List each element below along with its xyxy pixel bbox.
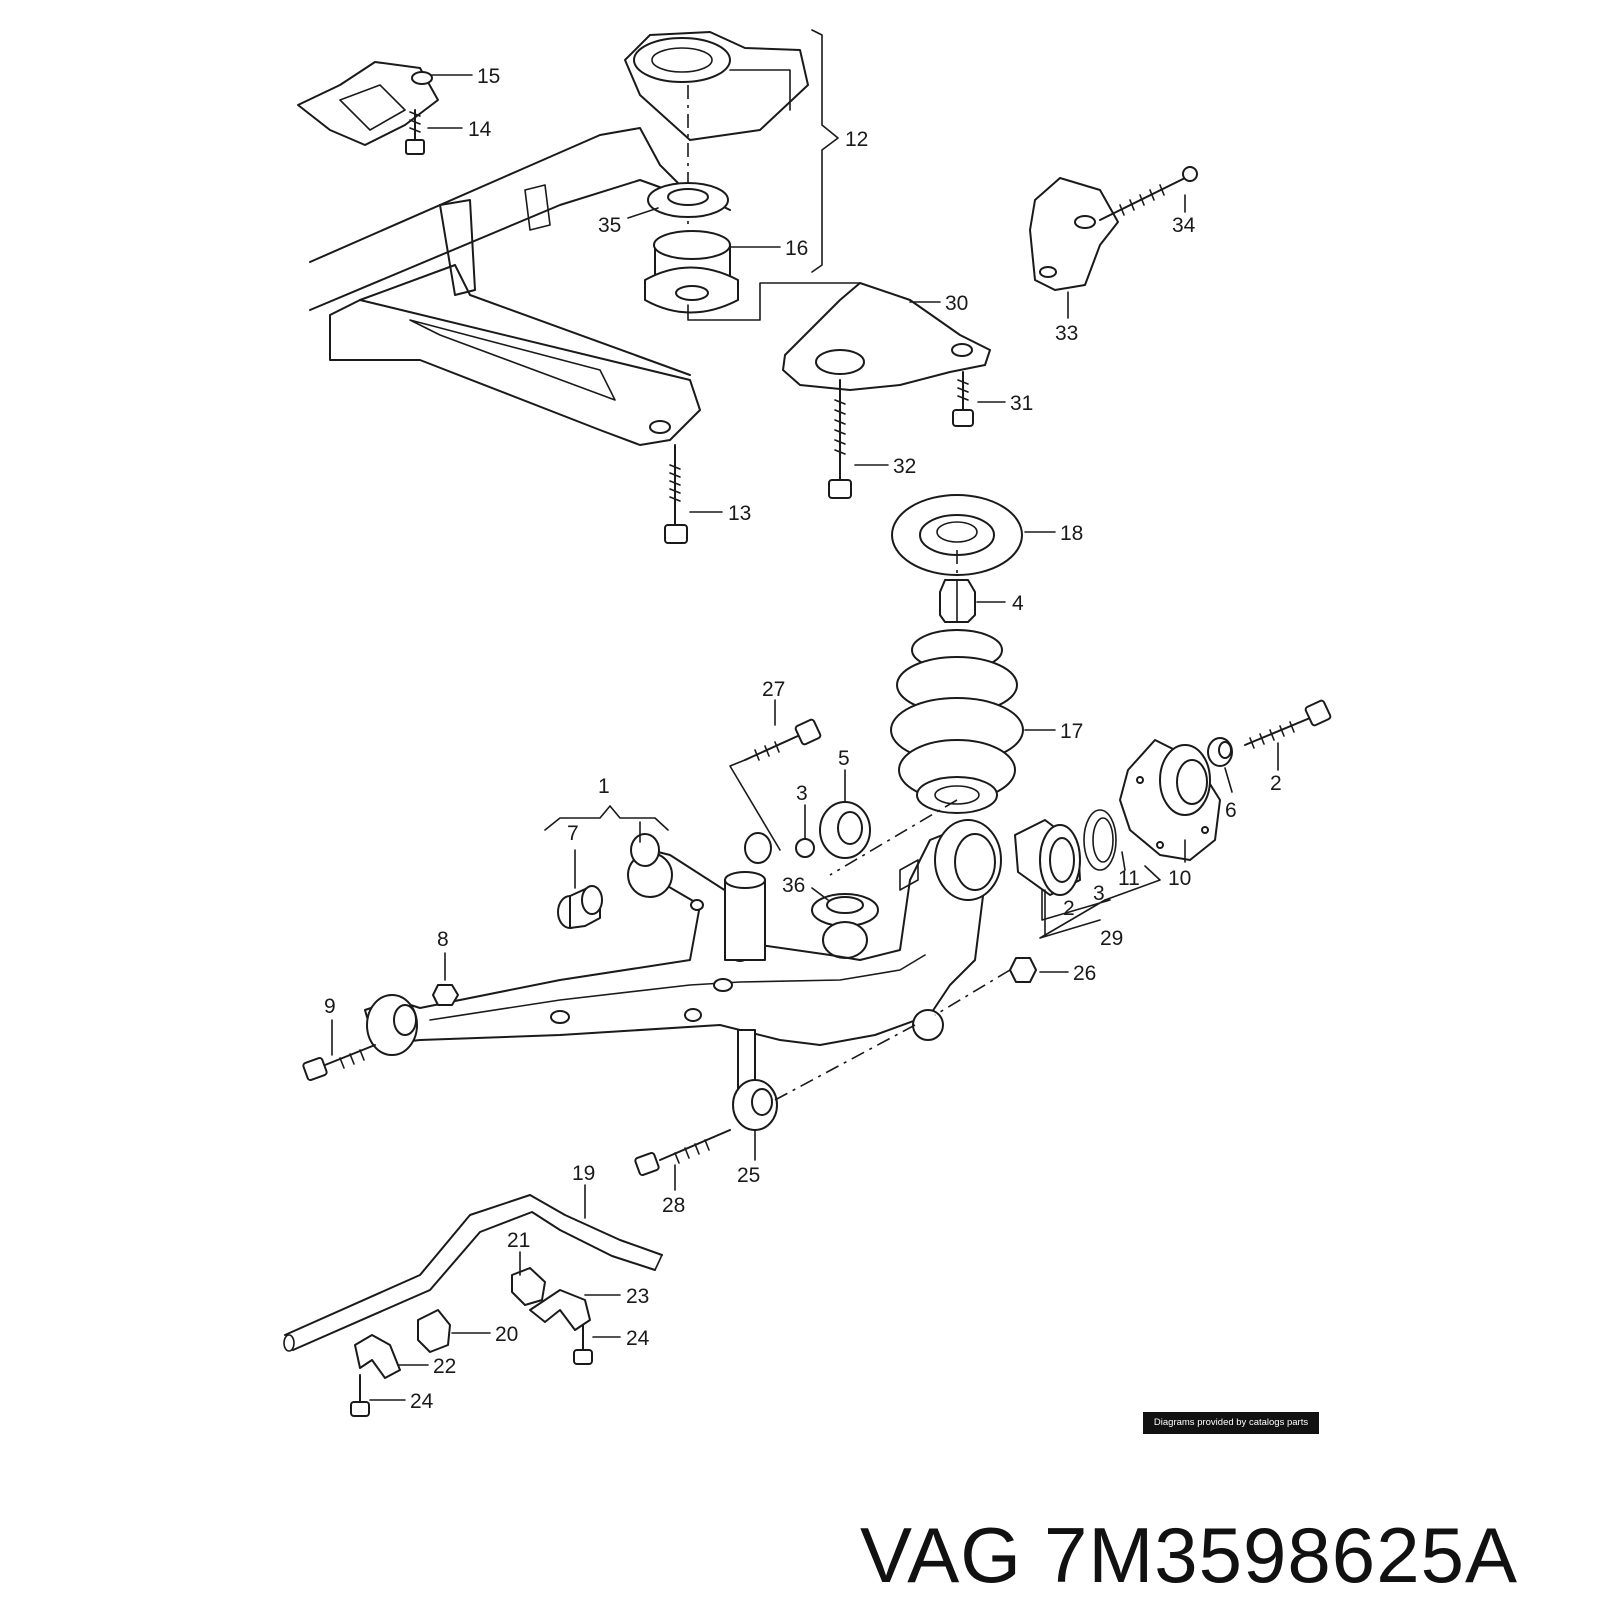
snap-ring-11 [1083, 809, 1117, 871]
callout-1: 1 [598, 775, 610, 798]
diagram-credit-badge: Diagrams provided by catalogs parts [1143, 1412, 1319, 1434]
callout-7: 7 [567, 822, 579, 845]
bolt-28 [634, 1129, 731, 1177]
callout-3-bearing: 3 [1093, 882, 1105, 905]
callout-24-left: 24 [410, 1390, 434, 1413]
callout-16: 16 [785, 237, 808, 260]
callout-19: 19 [572, 1162, 595, 1185]
callout-26: 26 [1073, 962, 1096, 985]
bolt-9 [302, 1044, 376, 1082]
bushing-5 [819, 801, 871, 859]
trailing-arm [364, 819, 1002, 1056]
bolt-32 [828, 379, 852, 499]
callout-4: 4 [1012, 592, 1024, 615]
callout-6: 6 [1225, 799, 1237, 822]
callout-32: 32 [893, 455, 916, 478]
callout-29: 29 [1100, 927, 1123, 950]
bushing-7 [557, 885, 603, 929]
wheel-bearing-29 [1014, 819, 1081, 896]
shock-absorber [724, 832, 916, 1131]
callout-20: 20 [495, 1323, 518, 1346]
callout-15: 15 [477, 65, 500, 88]
bolt-24-left [350, 1374, 370, 1417]
bolt-24-right [573, 1324, 593, 1365]
nut-4 [939, 579, 976, 623]
callout-leaders [331, 29, 1279, 1401]
callout-17: 17 [1060, 720, 1083, 743]
stabilizer-bar-19 [283, 1194, 663, 1352]
callout-18: 18 [1060, 522, 1083, 545]
callout-21: 21 [507, 1229, 530, 1252]
bracket-33 [1029, 177, 1119, 291]
brand-name: VAG [860, 1511, 1022, 1599]
callout-30: 30 [945, 292, 968, 315]
clamp-22 [354, 1334, 401, 1379]
callout-9: 9 [324, 995, 336, 1018]
callout-25: 25 [737, 1164, 760, 1187]
callout-14: 14 [468, 118, 492, 141]
nut-26 [934, 957, 1037, 1016]
bracket-30 [687, 282, 991, 391]
callout-36: 36 [782, 874, 805, 897]
washer-6 [1207, 737, 1233, 767]
wheel-hub-10 [1119, 739, 1221, 861]
part-number: 7M3598625A [1043, 1511, 1518, 1599]
callout-31: 31 [1010, 392, 1033, 415]
upper-mount [624, 31, 809, 305]
callout-34: 34 [1172, 214, 1196, 237]
callout-10: 10 [1168, 867, 1191, 890]
callout-13: 13 [728, 502, 751, 525]
callout-12: 12 [845, 128, 868, 151]
bracket-15 [297, 61, 439, 146]
callout-22: 22 [433, 1355, 456, 1378]
callout-2-hub: 2 [1270, 772, 1282, 795]
callout-24-right: 24 [626, 1327, 650, 1350]
callout-11: 11 [1118, 867, 1140, 890]
spring-seat-18 [891, 494, 1023, 585]
callout-5: 5 [838, 747, 850, 770]
callout-labels: 1 2 2 3 3 4 5 6 7 8 9 10 11 12 13 14 15 … [324, 65, 1282, 1413]
callout-28: 28 [662, 1194, 685, 1217]
nut-3 [795, 838, 815, 858]
callout-33: 33 [1055, 322, 1078, 345]
bolt-27 [729, 718, 822, 851]
callout-3-bushing: 3 [796, 782, 808, 805]
bushing-20 [417, 1309, 451, 1353]
washer-35 [647, 182, 729, 218]
callout-2-bearing: 2 [1063, 897, 1075, 920]
bolt-31 [952, 371, 974, 427]
bolt-13 [664, 444, 688, 544]
bushing-16 [644, 230, 739, 314]
bolt-14 [405, 109, 425, 155]
callout-35: 35 [598, 214, 621, 237]
callout-23: 23 [626, 1285, 649, 1308]
callout-8: 8 [437, 928, 449, 951]
callout-27: 27 [762, 678, 785, 701]
bushing-21 [511, 1267, 546, 1306]
bump-stop-17 [829, 629, 1024, 876]
bolt-2 [1244, 699, 1332, 749]
nut-8 [432, 984, 459, 1006]
bushing-36 [811, 893, 879, 959]
bolt-34 [1099, 166, 1198, 221]
